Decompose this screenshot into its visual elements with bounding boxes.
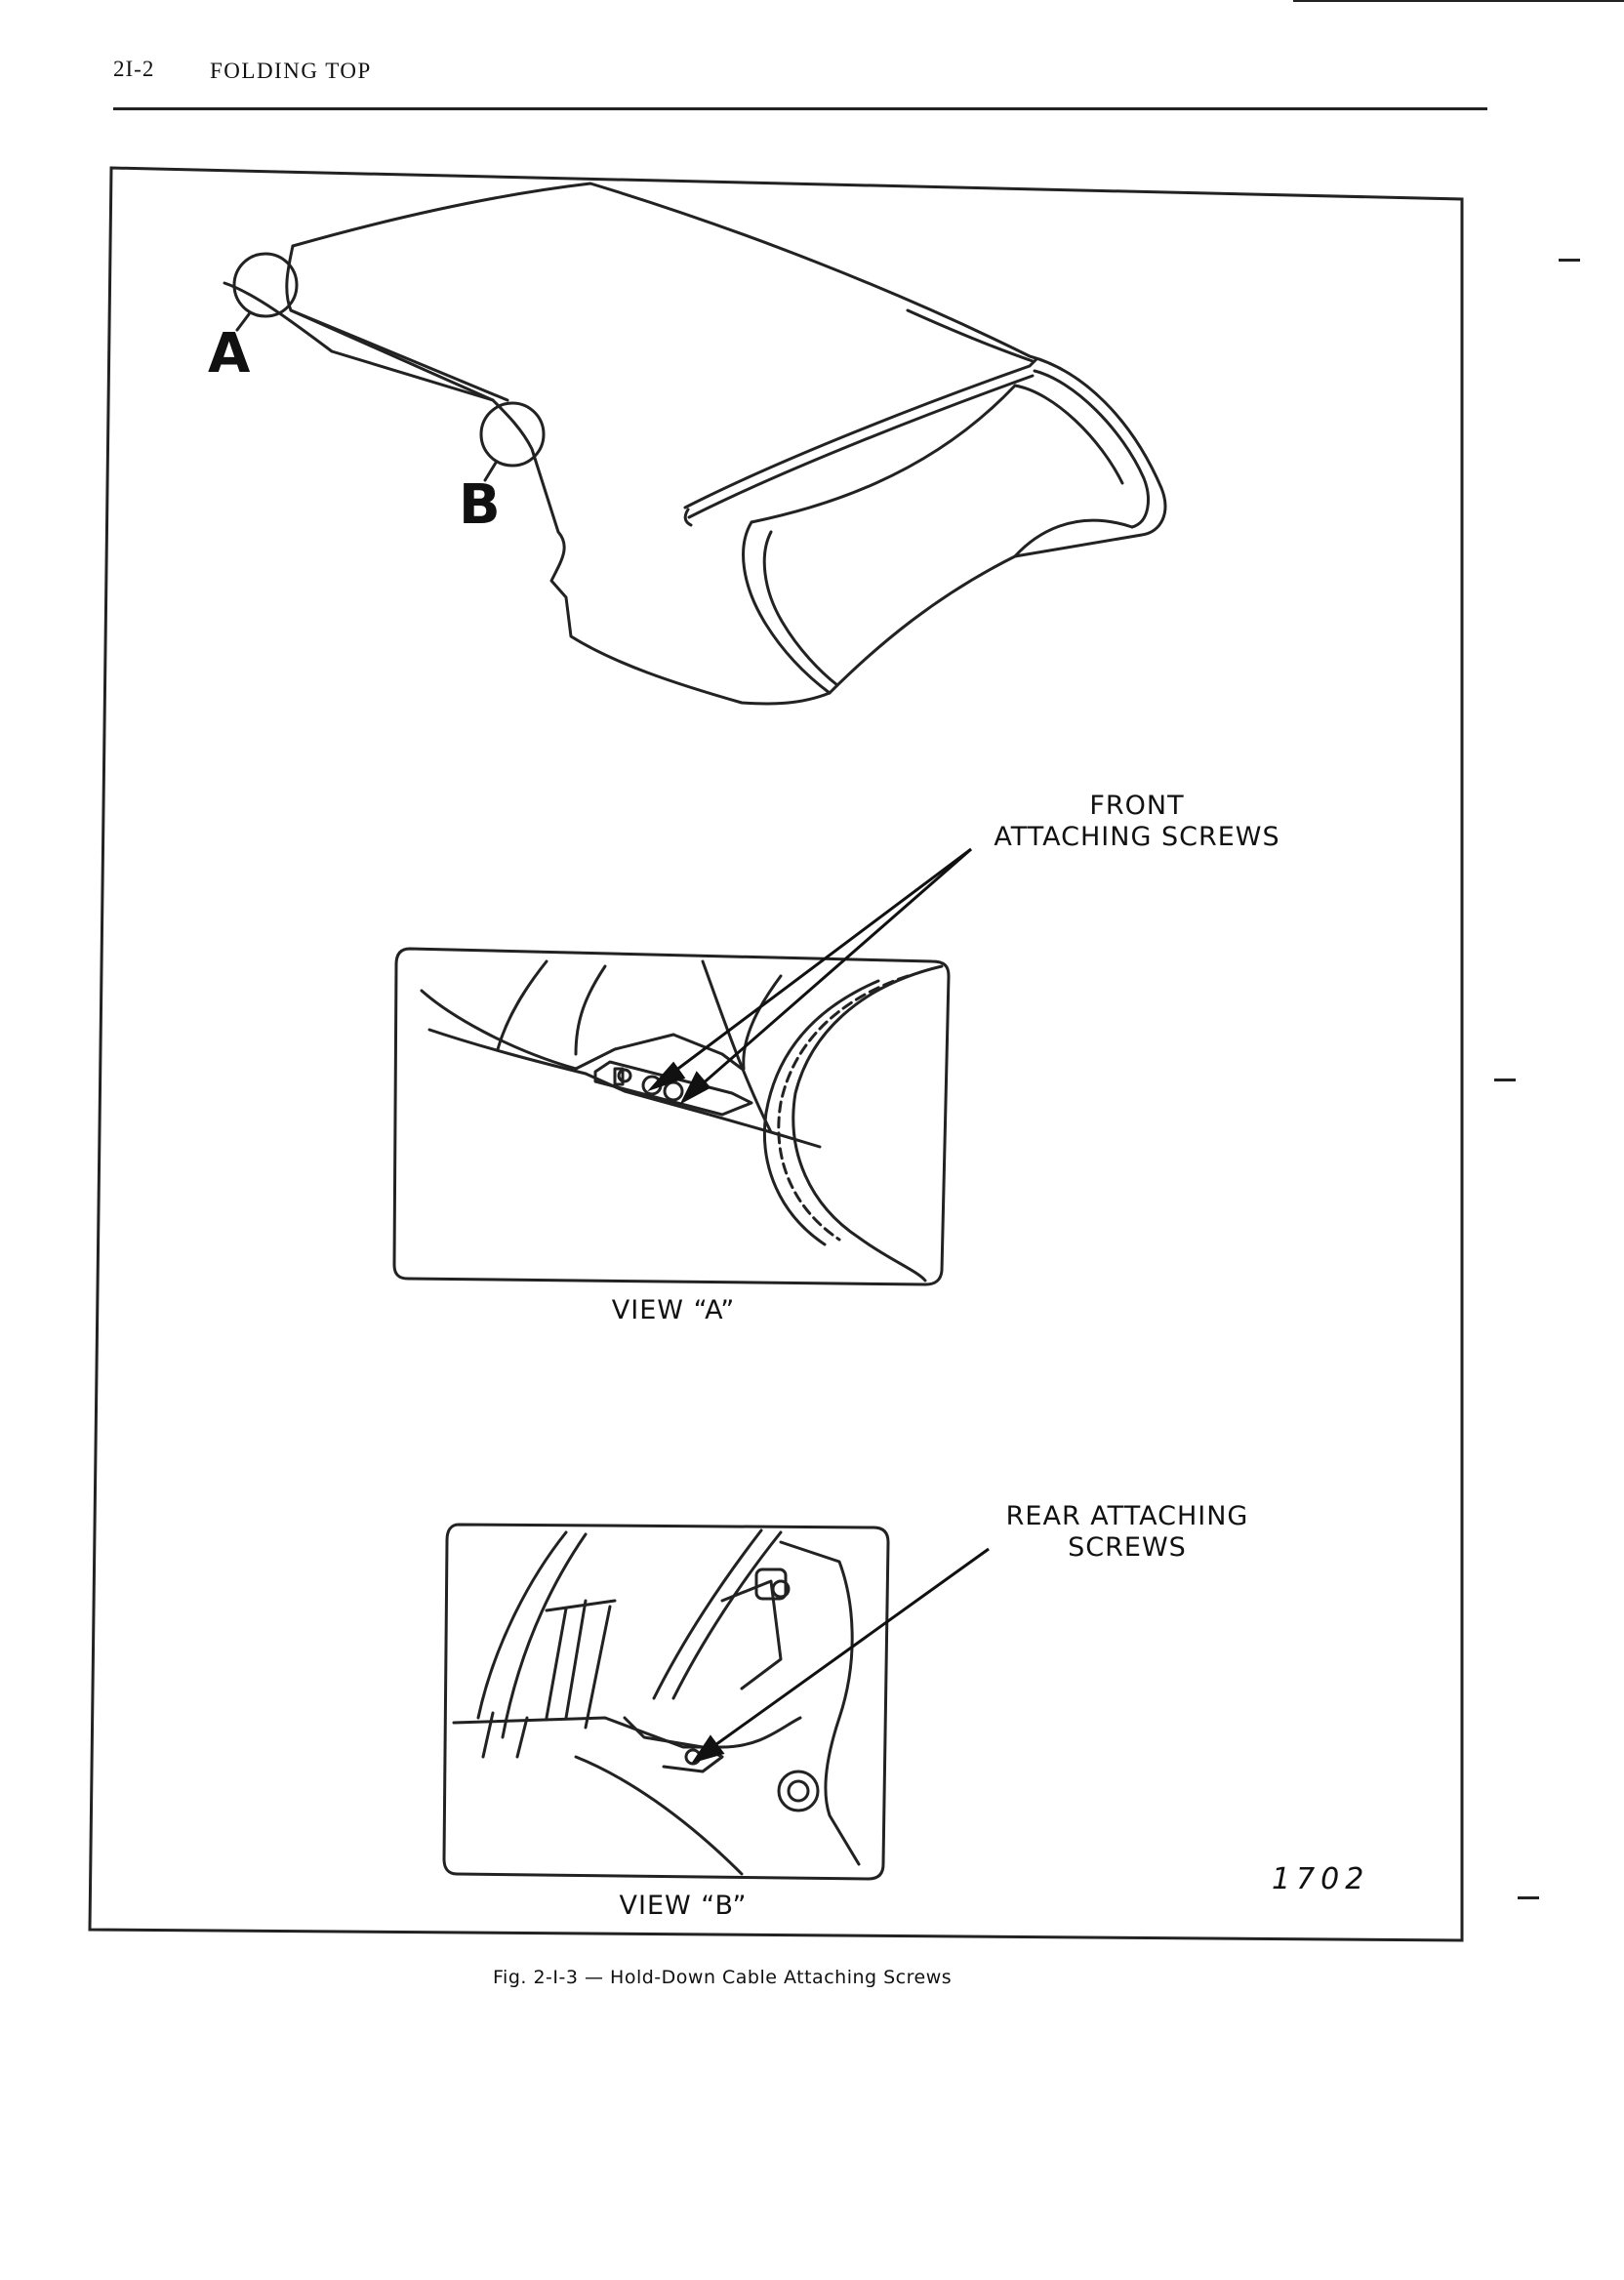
callout-a-label: A	[208, 322, 251, 386]
view-a-caption: VIEW “A”	[611, 1295, 736, 1325]
view-a-frame	[392, 947, 951, 1286]
margin-tick	[1494, 1079, 1516, 1081]
section-title: FOLDING TOP	[210, 59, 372, 83]
figure-caption: Fig. 2-I-3 — Hold-Down Cable Attaching S…	[493, 1967, 953, 1988]
top-corner-rule	[1293, 0, 1624, 2]
callout-circle-b	[479, 401, 546, 468]
front-screws-label-line1: FRONT	[1089, 791, 1185, 821]
view-b-caption: VIEW “B”	[619, 1891, 748, 1921]
margin-tick	[1559, 259, 1580, 262]
view-b-frame	[442, 1523, 890, 1881]
front-screws-label-line2: ATTACHING SCREWS	[994, 822, 1280, 852]
callout-b-label: B	[459, 473, 501, 537]
view-a-drawing	[392, 947, 951, 1286]
front-screws-label: FRONT ATTACHING SCREWS	[986, 791, 1288, 853]
page-number: 2I-2	[113, 57, 155, 81]
rear-screws-label-line1: REAR ATTACHING	[1005, 1501, 1249, 1531]
folding-top-drawing	[223, 182, 1167, 706]
rear-screws-label-line2: SCREWS	[1068, 1532, 1187, 1563]
front-screw-arrows	[647, 847, 972, 1105]
figure-frame	[88, 166, 1464, 1942]
margin-tick	[1518, 1896, 1539, 1899]
callout-circle-a	[232, 252, 299, 318]
view-b-drawing	[442, 1523, 890, 1881]
figure-number: 1702	[1272, 1862, 1370, 1896]
rear-screw-arrow	[691, 1547, 990, 1764]
rear-screws-label: REAR ATTACHING SCREWS	[986, 1501, 1269, 1564]
header-rule	[113, 107, 1487, 110]
